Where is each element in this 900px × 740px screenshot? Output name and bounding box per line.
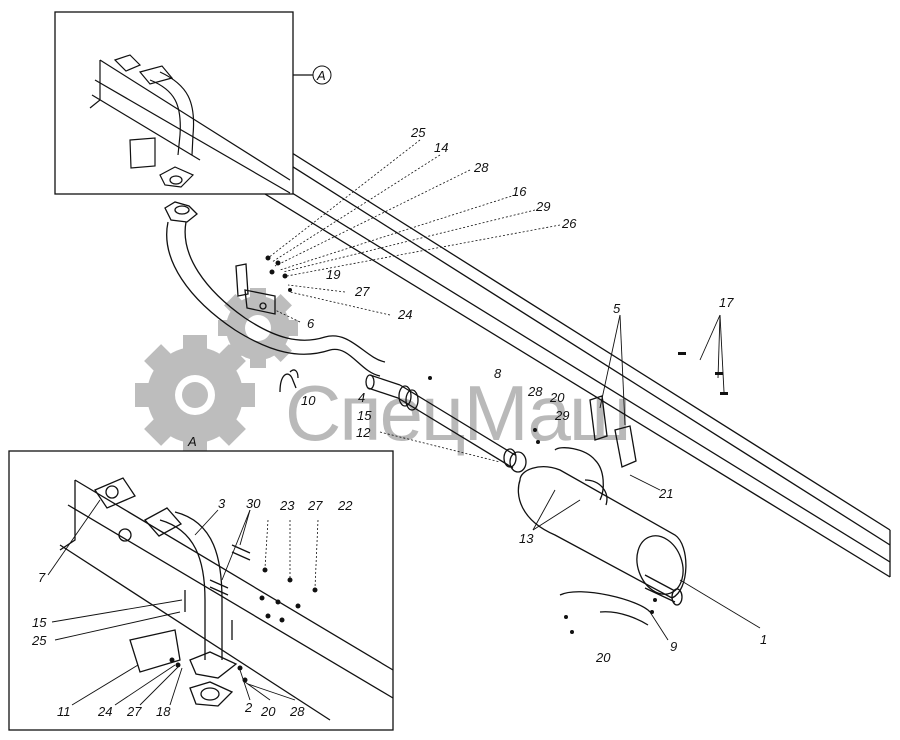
label-16: 16 <box>512 184 527 199</box>
main-labels: 25 14 28 16 29 26 19 27 24 6 10 4 15 12 … <box>301 125 767 665</box>
inset-label-7: 7 <box>38 570 46 585</box>
watermark-gear-large-icon <box>135 335 255 455</box>
inset-label-23: 23 <box>279 498 295 513</box>
label-28: 28 <box>473 160 489 175</box>
main-assembly <box>164 94 891 641</box>
label-28b: 28 <box>527 384 543 399</box>
inset-top-flange <box>138 65 174 85</box>
bracket-5 <box>589 395 608 441</box>
label-5: 5 <box>613 301 621 316</box>
label-14: 14 <box>434 140 448 155</box>
leader-lines <box>267 139 561 463</box>
label-8: 8 <box>494 366 502 381</box>
watermark-gear-small-icon <box>218 288 298 368</box>
exhaust-downpipe <box>164 201 386 377</box>
leader-lines-solid <box>532 314 761 641</box>
label-26: 26 <box>561 216 577 231</box>
clamp-ring <box>405 389 419 411</box>
label-4: 4 <box>358 390 365 405</box>
inset-bracket-11 <box>129 629 181 673</box>
inset-label-20: 20 <box>260 704 276 719</box>
label-29b: 29 <box>554 408 569 423</box>
inset-labels: 3 30 23 27 22 7 15 25 11 24 27 18 2 20 2… <box>31 496 353 719</box>
callout-circle-a <box>312 65 332 85</box>
inset-label-22: 22 <box>337 498 353 513</box>
inset-label-25: 25 <box>31 633 47 648</box>
watermark-text: СпецМаш <box>285 369 629 457</box>
label-25: 25 <box>410 125 426 140</box>
inset-top-bracket <box>129 137 156 169</box>
frame-rail <box>184 94 891 578</box>
label-9: 9 <box>670 639 677 654</box>
inset-leader-lines <box>47 499 296 706</box>
label-24: 24 <box>397 307 412 322</box>
label-1: 1 <box>760 632 767 647</box>
inset-top: A <box>54 11 332 195</box>
inset-label-27: 27 <box>307 498 323 513</box>
bracket-6 <box>235 263 276 315</box>
label-27: 27 <box>354 284 370 299</box>
inset-bottom-title: A <box>187 434 197 449</box>
inset-label-27b: 27 <box>126 704 142 719</box>
inset-label-24: 24 <box>97 704 112 719</box>
inset-label-3: 3 <box>218 496 226 511</box>
u-clamp-10 <box>279 369 299 393</box>
label-29: 29 <box>535 199 550 214</box>
inset-gasket <box>189 681 234 707</box>
watermark: СпецМаш <box>135 288 631 457</box>
inset-label-15: 15 <box>32 615 47 630</box>
inset-label-2: 2 <box>244 700 253 715</box>
label-12: 12 <box>356 425 371 440</box>
intermediate-pipe <box>365 374 527 473</box>
strap-9 <box>559 591 651 613</box>
inset-label-18: 18 <box>156 704 171 719</box>
inset-pipe-3 <box>159 511 223 660</box>
inset-bottom: A <box>8 434 394 731</box>
label-20b: 20 <box>595 650 611 665</box>
clamp-ring-12 <box>509 451 527 473</box>
strap-13 <box>554 447 604 501</box>
label-19: 19 <box>326 267 340 282</box>
label-10: 10 <box>301 393 316 408</box>
inset-label-11: 11 <box>57 704 71 719</box>
callout-a-label: A <box>316 68 326 83</box>
inset-label-28: 28 <box>289 704 305 719</box>
muffler-1 <box>517 395 687 626</box>
label-20: 20 <box>549 390 565 405</box>
inset-flange-pipe <box>143 507 183 537</box>
label-17: 17 <box>719 295 734 310</box>
label-15: 15 <box>357 408 372 423</box>
inset-fasteners <box>169 567 318 683</box>
inset-flange-left <box>94 477 136 509</box>
label-21: 21 <box>658 486 673 501</box>
downpipe-flange <box>164 201 198 223</box>
label-13: 13 <box>519 531 534 546</box>
label-6: 6 <box>307 316 315 331</box>
inset-label-30: 30 <box>246 496 261 511</box>
